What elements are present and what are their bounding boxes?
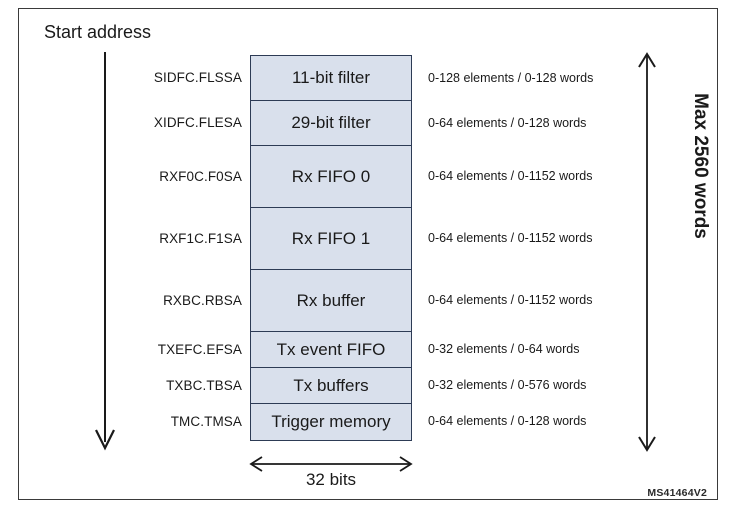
register-label: TXEFC.EFSA: [157, 341, 242, 357]
block-annotation: 0-64 elements / 0-128 words: [428, 115, 587, 130]
width-dimension-label: 32 bits: [305, 470, 357, 489]
register-label: SIDFC.FLSSA: [153, 70, 242, 85]
figure-id-label: MS41464V2: [647, 487, 707, 499]
memory-block: Tx event FIFO: [251, 332, 411, 368]
memory-block: 11-bit filter: [251, 56, 411, 101]
block-annotation: 0-64 elements / 0-1152 words: [428, 169, 593, 183]
block-annotation: 0-64 elements / 0-1152 words: [428, 231, 593, 245]
register-label: RXF1C.F1SA: [159, 230, 242, 246]
register-label: XIDFC.FLESA: [153, 115, 242, 130]
memory-block: Rx FIFO 1: [251, 208, 411, 270]
register-label: RXF0C.F0SA: [159, 168, 242, 184]
start-address-label: Start address: [44, 22, 152, 42]
memory-block: Trigger memory: [251, 404, 411, 440]
width-dimension-arrow-icon: [249, 456, 413, 472]
block-annotation: 0-32 elements / 0-64 words: [428, 342, 580, 356]
block-annotation: 0-128 elements / 0-128 words: [428, 70, 594, 85]
memory-block: Rx buffer: [251, 270, 411, 332]
register-label-column: SIDFC.FLSSA XIDFC.FLESA RXF0C.F0SA RXF1C.F1…: [120, 55, 242, 439]
register-label: RXBC.RBSA: [163, 292, 242, 308]
memory-block: Rx FIFO 0: [251, 146, 411, 208]
annotation-column: 0-128 elements / 0-128 words 0-64 element…: [428, 55, 628, 439]
block-annotation: 0-64 elements / 0-1152 words: [428, 293, 593, 307]
block-annotation: 0-64 elements / 0-128 words: [428, 414, 587, 428]
max-words-arrow-icon: [638, 52, 656, 452]
block-annotation: 0-32 elements / 0-576 words: [428, 378, 587, 392]
register-label: TXBC.TBSA: [166, 377, 242, 393]
max-words-label: Max 2560 words: [690, 93, 711, 239]
register-label: TMC.TMSA: [170, 413, 242, 429]
start-address-arrow-icon: [95, 52, 115, 451]
memory-block: 29-bit filter: [251, 101, 411, 146]
memory-block: Tx buffers: [251, 368, 411, 404]
